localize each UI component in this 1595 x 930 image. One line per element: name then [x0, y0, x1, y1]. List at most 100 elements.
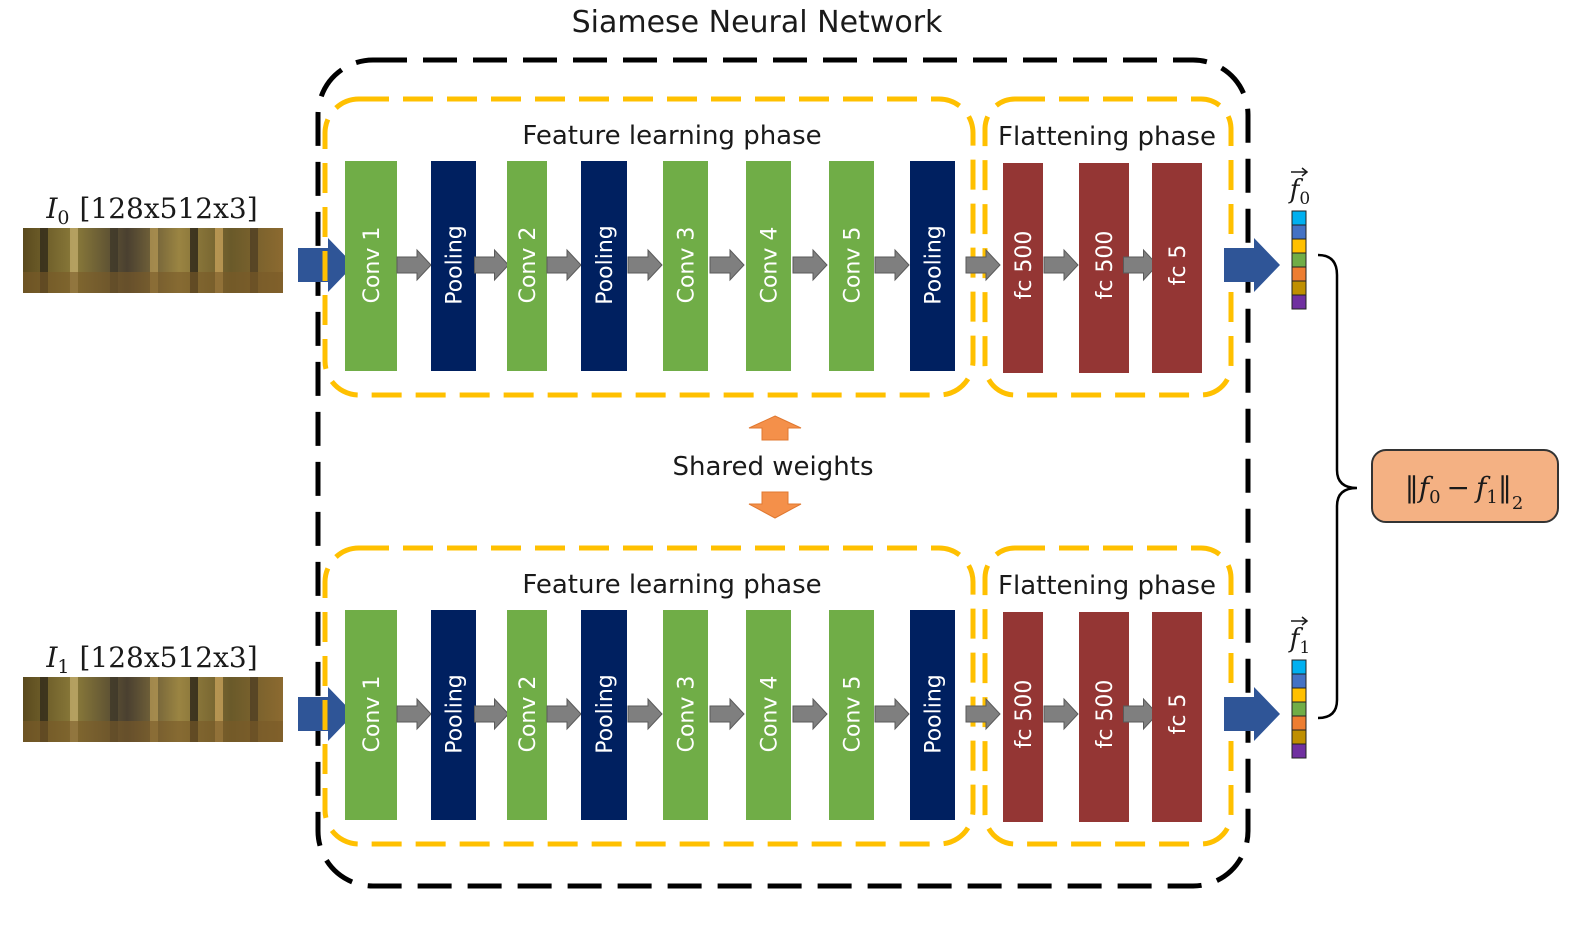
fc-layer	[1003, 163, 1043, 373]
layer-arrow-icon	[965, 248, 1001, 282]
flattening-phase-title: Flattening phase	[998, 122, 1216, 152]
layer-label: Pooling	[593, 674, 618, 754]
conv-layer	[746, 610, 791, 820]
vector-cell	[1291, 266, 1307, 282]
pooling-layer	[431, 610, 476, 820]
layer-arrow-icon	[1043, 697, 1079, 731]
conv-layer	[663, 610, 708, 820]
layer-arrow-icon	[1123, 697, 1159, 731]
feature-learning-phase-title: Feature learning phase	[522, 121, 821, 151]
layer-arrow-icon	[874, 697, 910, 731]
layer-arrow-icon	[792, 697, 828, 731]
conv-layer	[829, 161, 874, 371]
conv-layer	[507, 610, 547, 820]
vector-cell	[1291, 743, 1307, 759]
layer-arrow-icon	[1043, 248, 1079, 282]
combine-bracket	[1317, 253, 1358, 720]
fc-layer	[1079, 612, 1129, 822]
feature-learning-phase-box	[322, 545, 976, 847]
feature-learning-phase-box	[322, 96, 976, 398]
vector-arrow-icon	[1291, 167, 1309, 177]
panorama-image	[23, 677, 283, 742]
vector-cell	[1291, 701, 1307, 717]
layer-label: fc 500	[1012, 680, 1037, 749]
layer-label: Conv 4	[758, 676, 783, 753]
layer-arrow-icon	[546, 248, 582, 282]
fc-layer	[1152, 163, 1202, 373]
layer-label: Pooling	[922, 674, 947, 754]
layer-arrow-icon	[396, 248, 432, 282]
conv-layer	[345, 610, 397, 820]
layer-arrow-icon	[474, 248, 510, 282]
layer-label: fc 5	[1166, 245, 1191, 286]
output-arrow-icon	[1224, 687, 1280, 741]
fc-layer	[1152, 612, 1202, 822]
vector-arrow-icon	[1291, 616, 1309, 626]
layer-arrow-icon	[709, 248, 745, 282]
vector-cell	[1291, 659, 1307, 675]
fc-layer	[1003, 612, 1043, 822]
layer-label: fc 500	[1093, 231, 1118, 300]
layer-arrow-icon	[874, 248, 910, 282]
conv-layer	[746, 161, 791, 371]
pooling-layer	[581, 161, 627, 371]
vector-cell	[1291, 687, 1307, 703]
layer-label: Conv 3	[675, 676, 700, 753]
layer-arrow-icon	[965, 697, 1001, 731]
input-label: I0[128x512x3]	[45, 192, 257, 229]
layer-arrow-icon	[546, 697, 582, 731]
layer-label: Pooling	[593, 225, 618, 305]
conv-layer	[507, 161, 547, 371]
vector-cell	[1291, 210, 1307, 226]
layer-arrow-icon	[474, 697, 510, 731]
pooling-layer	[910, 161, 955, 371]
vector-cell	[1291, 729, 1307, 745]
pooling-layer	[910, 610, 955, 820]
shared-arrow-up-icon	[748, 415, 802, 441]
flattening-phase-title: Flattening phase	[998, 571, 1216, 601]
branch-0: I0[128x512x3] Feature learning phase Flatt…	[23, 96, 1310, 398]
conv-layer	[829, 610, 874, 820]
vector-cell	[1291, 673, 1307, 689]
output-vector-label: f0	[1288, 175, 1310, 209]
layer-label: Conv 1	[360, 676, 385, 753]
vector-cell	[1291, 252, 1307, 268]
layer-label: Conv 1	[360, 227, 385, 304]
layer-label: Pooling	[443, 674, 468, 754]
flattening-phase-box	[982, 96, 1234, 398]
output-vector-label: f1	[1288, 624, 1310, 658]
layer-arrow-icon	[1123, 248, 1159, 282]
pooling-layer	[581, 610, 627, 820]
diagram-title: Siamese Neural Network	[572, 5, 943, 40]
vector-cell	[1291, 224, 1307, 240]
layer-label: Conv 5	[841, 676, 866, 753]
layer-arrow-icon	[396, 697, 432, 731]
vector-cell	[1291, 715, 1307, 731]
feature-learning-phase-title: Feature learning phase	[522, 570, 821, 600]
layer-arrow-icon	[627, 697, 663, 731]
distance-box: ‖f0−f1‖2	[1371, 449, 1559, 523]
branch-1: I1[128x512x3] Feature learning phase Flatt…	[23, 545, 1310, 847]
conv-layer	[663, 161, 708, 371]
layer-arrow-icon	[627, 248, 663, 282]
panorama-image	[23, 228, 283, 293]
layer-label: fc 500	[1093, 680, 1118, 749]
layer-label: Conv 2	[516, 676, 541, 753]
layer-label: Pooling	[922, 225, 947, 305]
layer-label: fc 500	[1012, 231, 1037, 300]
shared-arrow-down-icon	[748, 491, 802, 519]
conv-layer	[345, 161, 397, 371]
layer-label: fc 5	[1166, 694, 1191, 735]
layer-arrow-icon	[709, 697, 745, 731]
shared-weights: Shared weights	[672, 415, 874, 519]
layer-label: Conv 3	[675, 227, 700, 304]
layer-label: Conv 5	[841, 227, 866, 304]
distance-formula: ‖f0−f1‖2	[1405, 471, 1524, 514]
vector-cell	[1291, 280, 1307, 296]
input-label: I1[128x512x3]	[45, 641, 257, 678]
flattening-phase-box	[982, 545, 1234, 847]
shared-weights-label: Shared weights	[672, 452, 873, 482]
fc-layer	[1079, 163, 1129, 373]
vector-cell	[1291, 294, 1307, 310]
